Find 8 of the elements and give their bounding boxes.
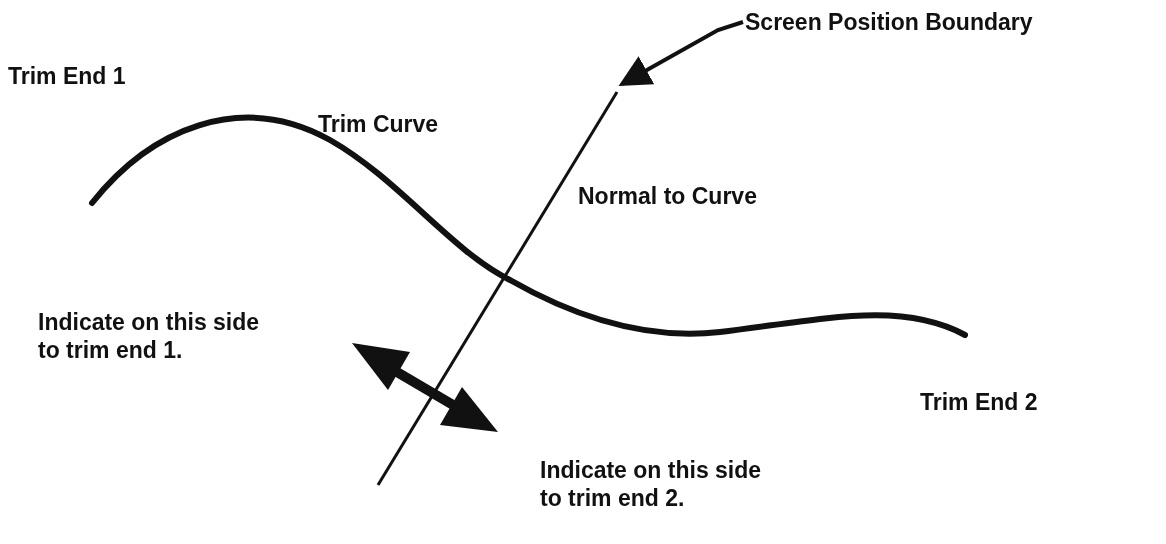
annotation-text: Indicate on this side to trim end 2. bbox=[540, 456, 763, 512]
leader-line bbox=[618, 20, 744, 86]
annotation-text: Indicate on this side to trim end 1. bbox=[38, 308, 261, 364]
annotation-text: Trim End 1 bbox=[8, 62, 127, 90]
annotation-text: Normal to Curve bbox=[578, 182, 758, 210]
callout-text: Screen Position Boundary bbox=[745, 8, 1033, 36]
annotation-text: Trim End 2 bbox=[920, 388, 1039, 416]
annotation-text: Trim Curve bbox=[318, 110, 440, 138]
